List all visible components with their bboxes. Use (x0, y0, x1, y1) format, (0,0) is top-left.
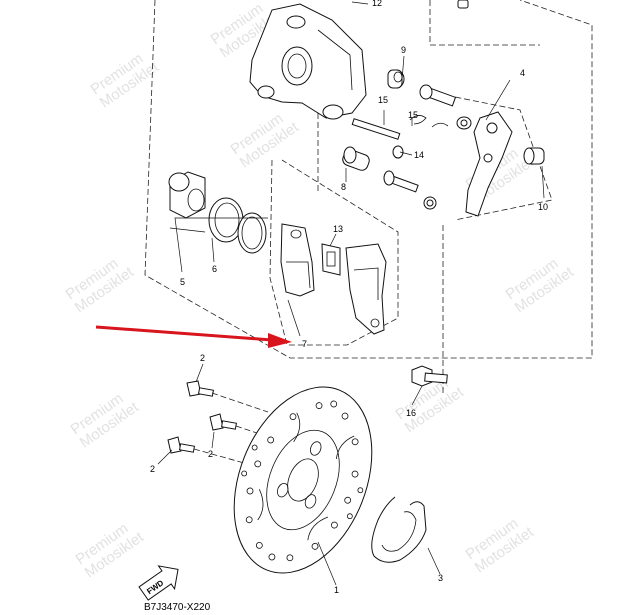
callout-16: 16 (406, 408, 416, 418)
caliper-assembly-frame (144, 0, 593, 359)
watermark-mark: Premium Motosiklet (68, 390, 143, 451)
brake-pad-part-7 (280, 223, 315, 297)
leader-line-14 (399, 151, 413, 156)
leader-line-5 (174, 217, 268, 273)
caliper-body (249, 0, 469, 120)
boot-part-10 (523, 147, 545, 165)
sleeve-part-8 (342, 146, 370, 171)
upper-bracket-frame (429, 0, 540, 46)
leader-line-10 (541, 165, 545, 199)
leader-line-6 (211, 237, 215, 263)
bracket-pin-bolt (383, 170, 437, 210)
callout-12: 12 (372, 0, 382, 8)
bolt-part-2 (186, 380, 214, 397)
pad-kit-frame (269, 159, 399, 346)
callout-4: 4 (520, 68, 525, 78)
leader-line-2 (195, 363, 204, 383)
leader-line-piston (169, 227, 206, 233)
callout-5: 5 (180, 277, 185, 287)
callout-13: 13 (333, 224, 343, 234)
caliper-bracket-part-4 (465, 111, 513, 217)
watermark-mark: Premium Motosiklet (463, 515, 538, 576)
callout-3: 3 (438, 573, 443, 583)
circlip-part-3 (371, 496, 427, 563)
seal-part-6 (208, 197, 267, 254)
upper-pin-part (457, 0, 469, 9)
slide-pin-part (419, 84, 472, 130)
pad-spring-part-13 (321, 243, 341, 276)
brake-pad-part-7 (345, 243, 387, 335)
leader-line-2 (211, 431, 215, 449)
watermark-mark: Premium Motosiklet (228, 110, 303, 171)
callout-15: 15 (378, 95, 388, 105)
clip-part-15 (409, 115, 427, 125)
callout-10: 10 (538, 202, 548, 212)
boot-part-9 (387, 69, 405, 89)
leader-line-13 (329, 233, 337, 247)
leader-line-4 (485, 79, 511, 121)
callout-8: 8 (341, 182, 346, 192)
red-arrow (95, 325, 292, 348)
watermark-mark: Premium Motosiklet (73, 520, 148, 581)
leader-line-3 (427, 547, 441, 575)
callout-9: 9 (401, 45, 406, 55)
brake-disc-part-1 (233, 386, 373, 574)
piston-part-5 (168, 171, 206, 219)
bolt-axis-line (211, 392, 269, 413)
clip-part-15 (431, 122, 449, 128)
bolt-part-2 (167, 436, 195, 454)
leader-line-2 (157, 449, 173, 465)
callout-2: 2 (208, 449, 213, 459)
watermark-mark: Premium Motosiklet (63, 255, 138, 316)
callout-1: 1 (334, 585, 339, 595)
leader-line-16 (411, 385, 423, 406)
diagram-code: B7J3470-X220 (144, 602, 211, 613)
bolt-part-16 (411, 365, 448, 387)
callout-2: 2 (200, 353, 205, 363)
callout-6: 6 (212, 264, 217, 274)
fwd-arrow-icon: FWD (138, 565, 179, 601)
callout-7: 7 (302, 339, 307, 349)
callout-15: 15 (408, 110, 418, 120)
leader-line-7 (287, 299, 301, 337)
leader-line-1 (317, 541, 337, 586)
callout-2: 2 (150, 464, 155, 474)
leader-line-12 (351, 1, 369, 5)
watermark-mark: Premium Motosiklet (503, 255, 578, 316)
bolt-part-2 (209, 413, 237, 431)
callout-14: 14 (414, 150, 424, 160)
leader-line-9 (401, 55, 405, 81)
pad-pin-part-14 (351, 118, 404, 159)
